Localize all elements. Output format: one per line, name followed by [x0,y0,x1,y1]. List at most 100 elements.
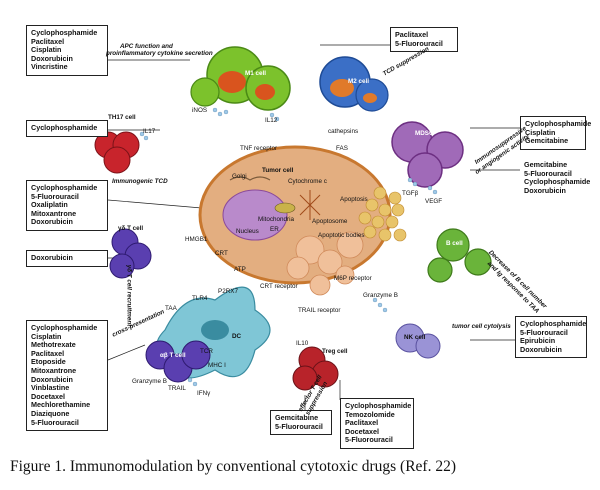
drug-name: Cyclophosphamide [520,319,587,328]
label-granzyme-b: Granzyme B [132,378,167,385]
label-tumor-cytolysis: tumor cell cytolysis [452,323,511,330]
label-apoptotic-bodies: Apoptotic bodies [318,232,365,239]
m1-cells [190,46,291,111]
drug-name: Cyclophosphamide [31,123,98,132]
drug-name: Doxorubicin [31,374,73,384]
drug-name: Methotrexate [31,340,76,350]
drug-name: Cyclophosphamide [345,401,412,410]
nk-cells [395,323,441,359]
drug-name: 5-Fluorouracil [31,191,79,201]
label-apoptosome: Apoptosome [312,218,348,225]
label-mhc-i: MHC I [208,362,226,369]
drug-name: Mechlorethamine [31,400,91,410]
drug-name: Cyclophosphamide [31,183,98,192]
label-apc-function2: proinflammatory cytokine secretion [106,50,213,57]
label-inos: iNOS [192,107,208,114]
drug-box-th17: Cyclophosphamide [26,120,108,137]
label-granzyme-b2: Granzyme B [363,292,398,299]
label-tgfb: TGFβ [402,190,419,197]
drug-name: Mitoxantrone [31,365,77,375]
apoptotic-bodies [286,231,364,296]
label-il17: IL17 [143,128,156,135]
ab-t-cells [145,340,211,383]
label-ab-t-cell: αβ T cell [160,352,186,359]
drug-name: Etoposide [31,357,66,367]
drug-name: Docetaxel [345,426,379,436]
drug-name: Doxorubicin [524,185,566,195]
label-taa: TAA [165,305,177,312]
label-m6p-receptor: M6P receptor [334,275,372,282]
drug-name: 5-Fluorouracil [345,435,393,445]
drug-name: Paclitaxel [31,348,65,358]
gd-t-cells [109,228,152,279]
cytokine-dots [139,107,438,387]
label-apc-function: APC function and [120,43,173,50]
figure-caption: Figure 1. Immunomodulation by convention… [10,458,456,475]
drug-name: Paclitaxel [395,30,429,39]
drug-name: Cyclophosphamide [31,28,98,37]
drug-name: Temozolomide [345,409,395,419]
drug-name: Doxorubicin [520,344,562,354]
label-cytochrome-c: Cytochrome c [288,178,327,185]
label-trail-receptor: TRAIL receptor [298,307,341,314]
m2-cells [319,56,389,112]
drug-name: Gemcitabine [275,413,319,422]
drug-name: 5-Fluorouracil [275,421,323,431]
drug-name: Gemcitabine [524,160,568,169]
label-p2rx7: P2RX7 [218,288,238,295]
connector-lines [107,44,520,410]
th17-cells [94,131,140,174]
label-b-cell: B cell [446,240,463,247]
drug-name: Cisplatin [525,127,556,137]
label-fas: FAS [336,145,348,152]
label-vegf: VEGF [425,198,443,205]
drug-name: Diaziquone [31,408,70,418]
drug-name: Docetaxel [31,391,65,401]
label-gd-recruitment: γδ T cell recruitment [125,264,133,327]
drug-name: Gemcitabine [525,136,569,146]
drug-name: Mitoxantrone [31,208,77,218]
tumor-nucleus [222,189,288,241]
label-cathepsins: cathepsins [328,128,359,135]
golgi-shape [229,176,271,181]
label-treg-cell: Treg cell [322,348,348,355]
drug-name: Cyclophosphamide [525,119,592,128]
drug-name: Cyclophosphamide [524,177,591,187]
drug-name: 5-Fluorouracil [31,417,79,427]
drug-name: Doxorubicin [31,53,73,63]
drug-name: 5-Fluorouracil [520,327,568,337]
label-tnf-receptor: TNF receptor [240,145,278,152]
drug-box-gd: Doxorubicin [26,250,108,267]
label-th17-cell: TH17 cell [108,114,136,121]
label-er: ER [270,226,279,233]
label-ifng: IFNγ [197,390,211,397]
label-il10: IL10 [296,340,309,347]
tumor-cell-cluster [358,186,407,242]
label-hmgb1: HMGB1 [185,236,208,243]
label-mdsc: MDSC [415,130,434,137]
label-dc: DC [232,333,242,340]
diagram-illustration [94,44,520,410]
drug-name: Oxaliplatin [31,200,68,210]
label-nk-cell: NK cell [404,334,426,341]
drug-name: Cisplatin [31,45,62,55]
drug-name: Vinblastine [31,383,70,393]
b-cells [427,228,492,283]
drug-name: Epirubicin [520,336,556,346]
label-mitochondria: Mitochondria [258,216,295,223]
label-crt-receptor: CRT receptor [260,283,298,290]
drug-name: Cyclophosphamide [31,323,98,332]
label-tlr4: TLR4 [192,295,208,302]
drug-name: Vincristine [31,62,68,72]
drug-name: Doxorubicin [31,253,73,262]
label-golgi: Golgi [232,173,247,180]
label-nucleus: Nucleus [236,228,259,235]
label-trail: TRAIL [168,385,186,392]
